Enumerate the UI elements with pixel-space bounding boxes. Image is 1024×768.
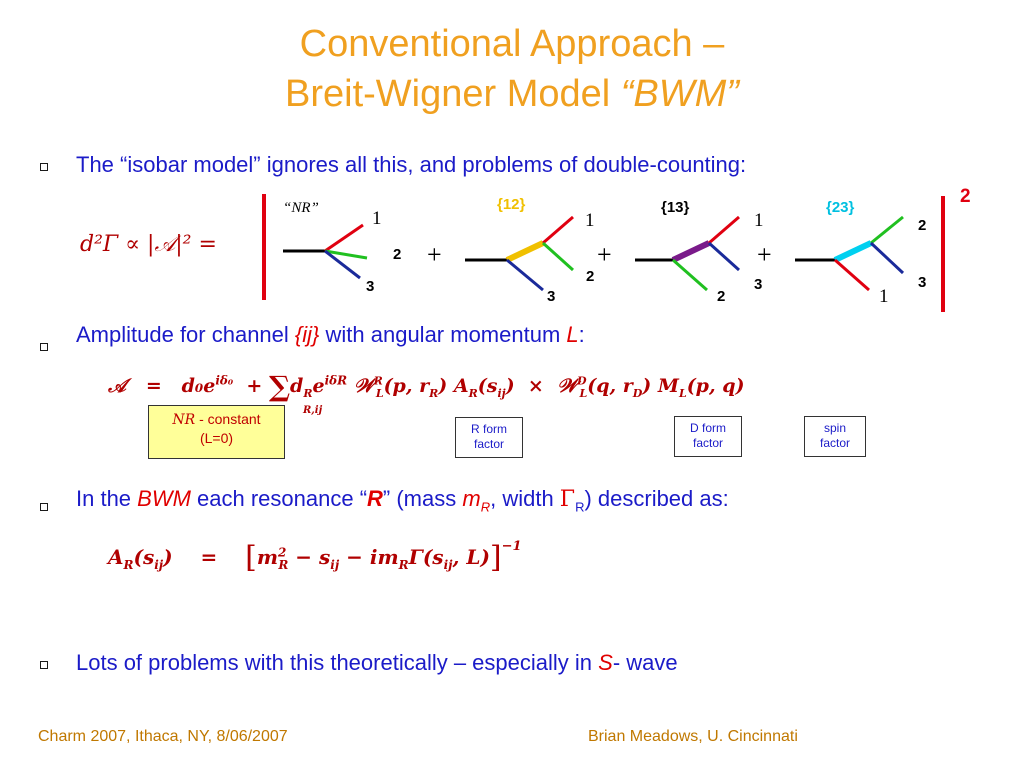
diagram-23 bbox=[795, 215, 905, 292]
bullet-marker bbox=[40, 503, 48, 511]
bullet-marker bbox=[40, 163, 48, 171]
title-italic: “BWM” bbox=[620, 73, 739, 115]
g13-label-2: 2 bbox=[717, 288, 726, 305]
nr-label-2: 2 bbox=[393, 246, 402, 263]
g23-label-1: 1 bbox=[879, 286, 889, 307]
sum-subscript: R,ij bbox=[303, 405, 323, 416]
g13-label-3: 3 bbox=[754, 276, 763, 293]
bullet-marker bbox=[40, 343, 48, 351]
nr-label-1: 1 bbox=[372, 208, 382, 229]
plus-1: + bbox=[427, 240, 442, 269]
abs-square-exponent: 2 bbox=[960, 186, 971, 207]
d-form-factor-box: D form factor bbox=[674, 416, 742, 457]
feynman-diagrams bbox=[262, 194, 945, 312]
nr-box-line2: (L=0) bbox=[199, 430, 234, 446]
nr-box-line1: NR - constant bbox=[172, 411, 261, 428]
group-23-label: {23} bbox=[826, 199, 855, 216]
diagram-13 bbox=[635, 215, 741, 292]
nr-constant-box: NR - constant (L=0) bbox=[148, 405, 285, 459]
eq2-amplitude: 𝒜 = d₀eiδ₀ + ∑dReiδR 𝒲RL(p, rR) AR(sij) … bbox=[108, 370, 745, 403]
bullet-1-text: The “isobar model” ignores all this, and… bbox=[76, 152, 747, 177]
nr-quote-label: “NR” bbox=[283, 200, 319, 216]
eq1-lhs: d²Γ ∝ |𝒜|² = bbox=[80, 232, 217, 257]
slide-title-line1: Conventional Approach – bbox=[299, 23, 725, 65]
bullet-4-text: Lots of problems with this theoretically… bbox=[76, 650, 678, 675]
title-plain: Breit-Wigner Model bbox=[285, 73, 621, 115]
nr-label-3: 3 bbox=[366, 278, 375, 295]
bullet-3-text: In the BWM each resonance “R” (mass mR, … bbox=[76, 486, 729, 515]
r-form-factor-box: R form factor bbox=[455, 417, 523, 458]
group-12-label: {12} bbox=[497, 196, 526, 213]
slide-title-line2: Breit-Wigner Model “BWM” bbox=[0, 72, 1024, 116]
plus-2: + bbox=[597, 240, 612, 269]
g23-label-2: 2 bbox=[918, 217, 927, 234]
group-13-label: {13} bbox=[661, 199, 690, 216]
g12-label-1: 1 bbox=[585, 210, 595, 231]
g12-label-3: 3 bbox=[547, 288, 556, 305]
g23-label-3: 3 bbox=[918, 274, 927, 291]
bullet-marker bbox=[40, 661, 48, 669]
spin-factor-box: spin factor bbox=[804, 416, 866, 457]
bullet-2-text: Amplitude for channel {ij} with angular … bbox=[76, 322, 585, 347]
diagram-12 bbox=[465, 215, 575, 292]
g12-label-2: 2 bbox=[586, 268, 595, 285]
plus-3: + bbox=[757, 240, 772, 269]
diagram-nr bbox=[283, 223, 368, 280]
eq3-breit-wigner: AR(sij) = [m2R − sij − imRΓ(sij, L)]−1 bbox=[108, 539, 522, 575]
footer-right: Brian Meadows, U. Cincinnati bbox=[588, 728, 798, 745]
g13-label-1: 1 bbox=[754, 210, 764, 231]
footer-left: Charm 2007, Ithaca, NY, 8/06/2007 bbox=[38, 728, 288, 745]
